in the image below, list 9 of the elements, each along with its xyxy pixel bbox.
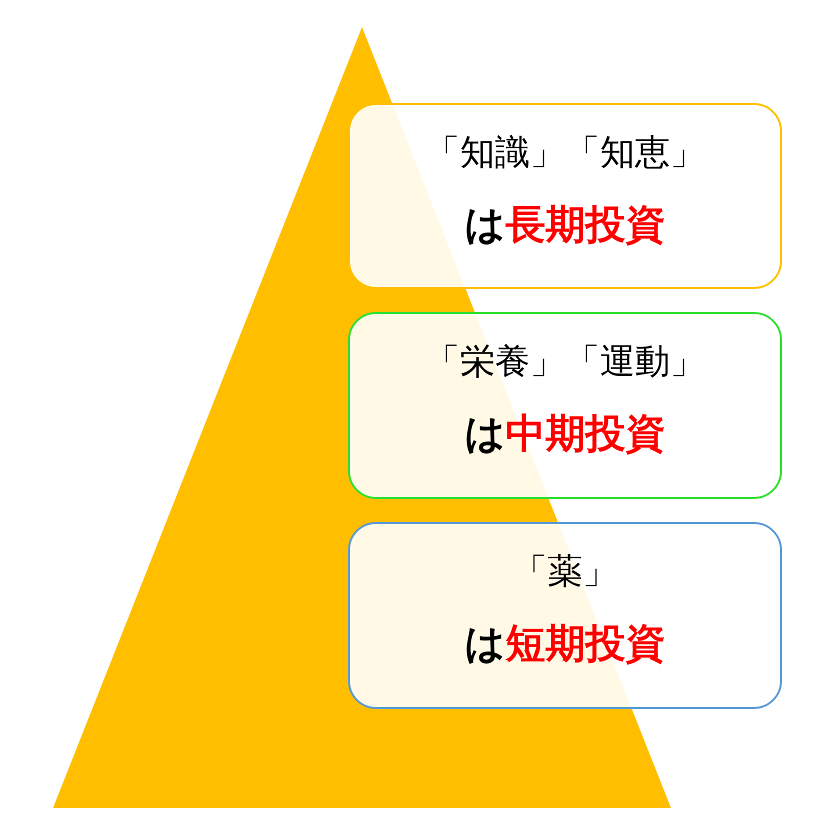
box-title: 「薬」 xyxy=(512,551,618,594)
box-subtitle: は短期投資 xyxy=(464,620,666,669)
rounded-box xyxy=(348,312,782,499)
rounded-box xyxy=(348,522,782,709)
box-subtitle: は中期投資 xyxy=(464,410,666,459)
box-title: 「栄養」「運動」 xyxy=(425,341,705,384)
box-subtitle: は長期投資 xyxy=(464,201,666,250)
rounded-box xyxy=(348,103,782,289)
box-title: 「知識」「知恵」 xyxy=(425,132,705,175)
